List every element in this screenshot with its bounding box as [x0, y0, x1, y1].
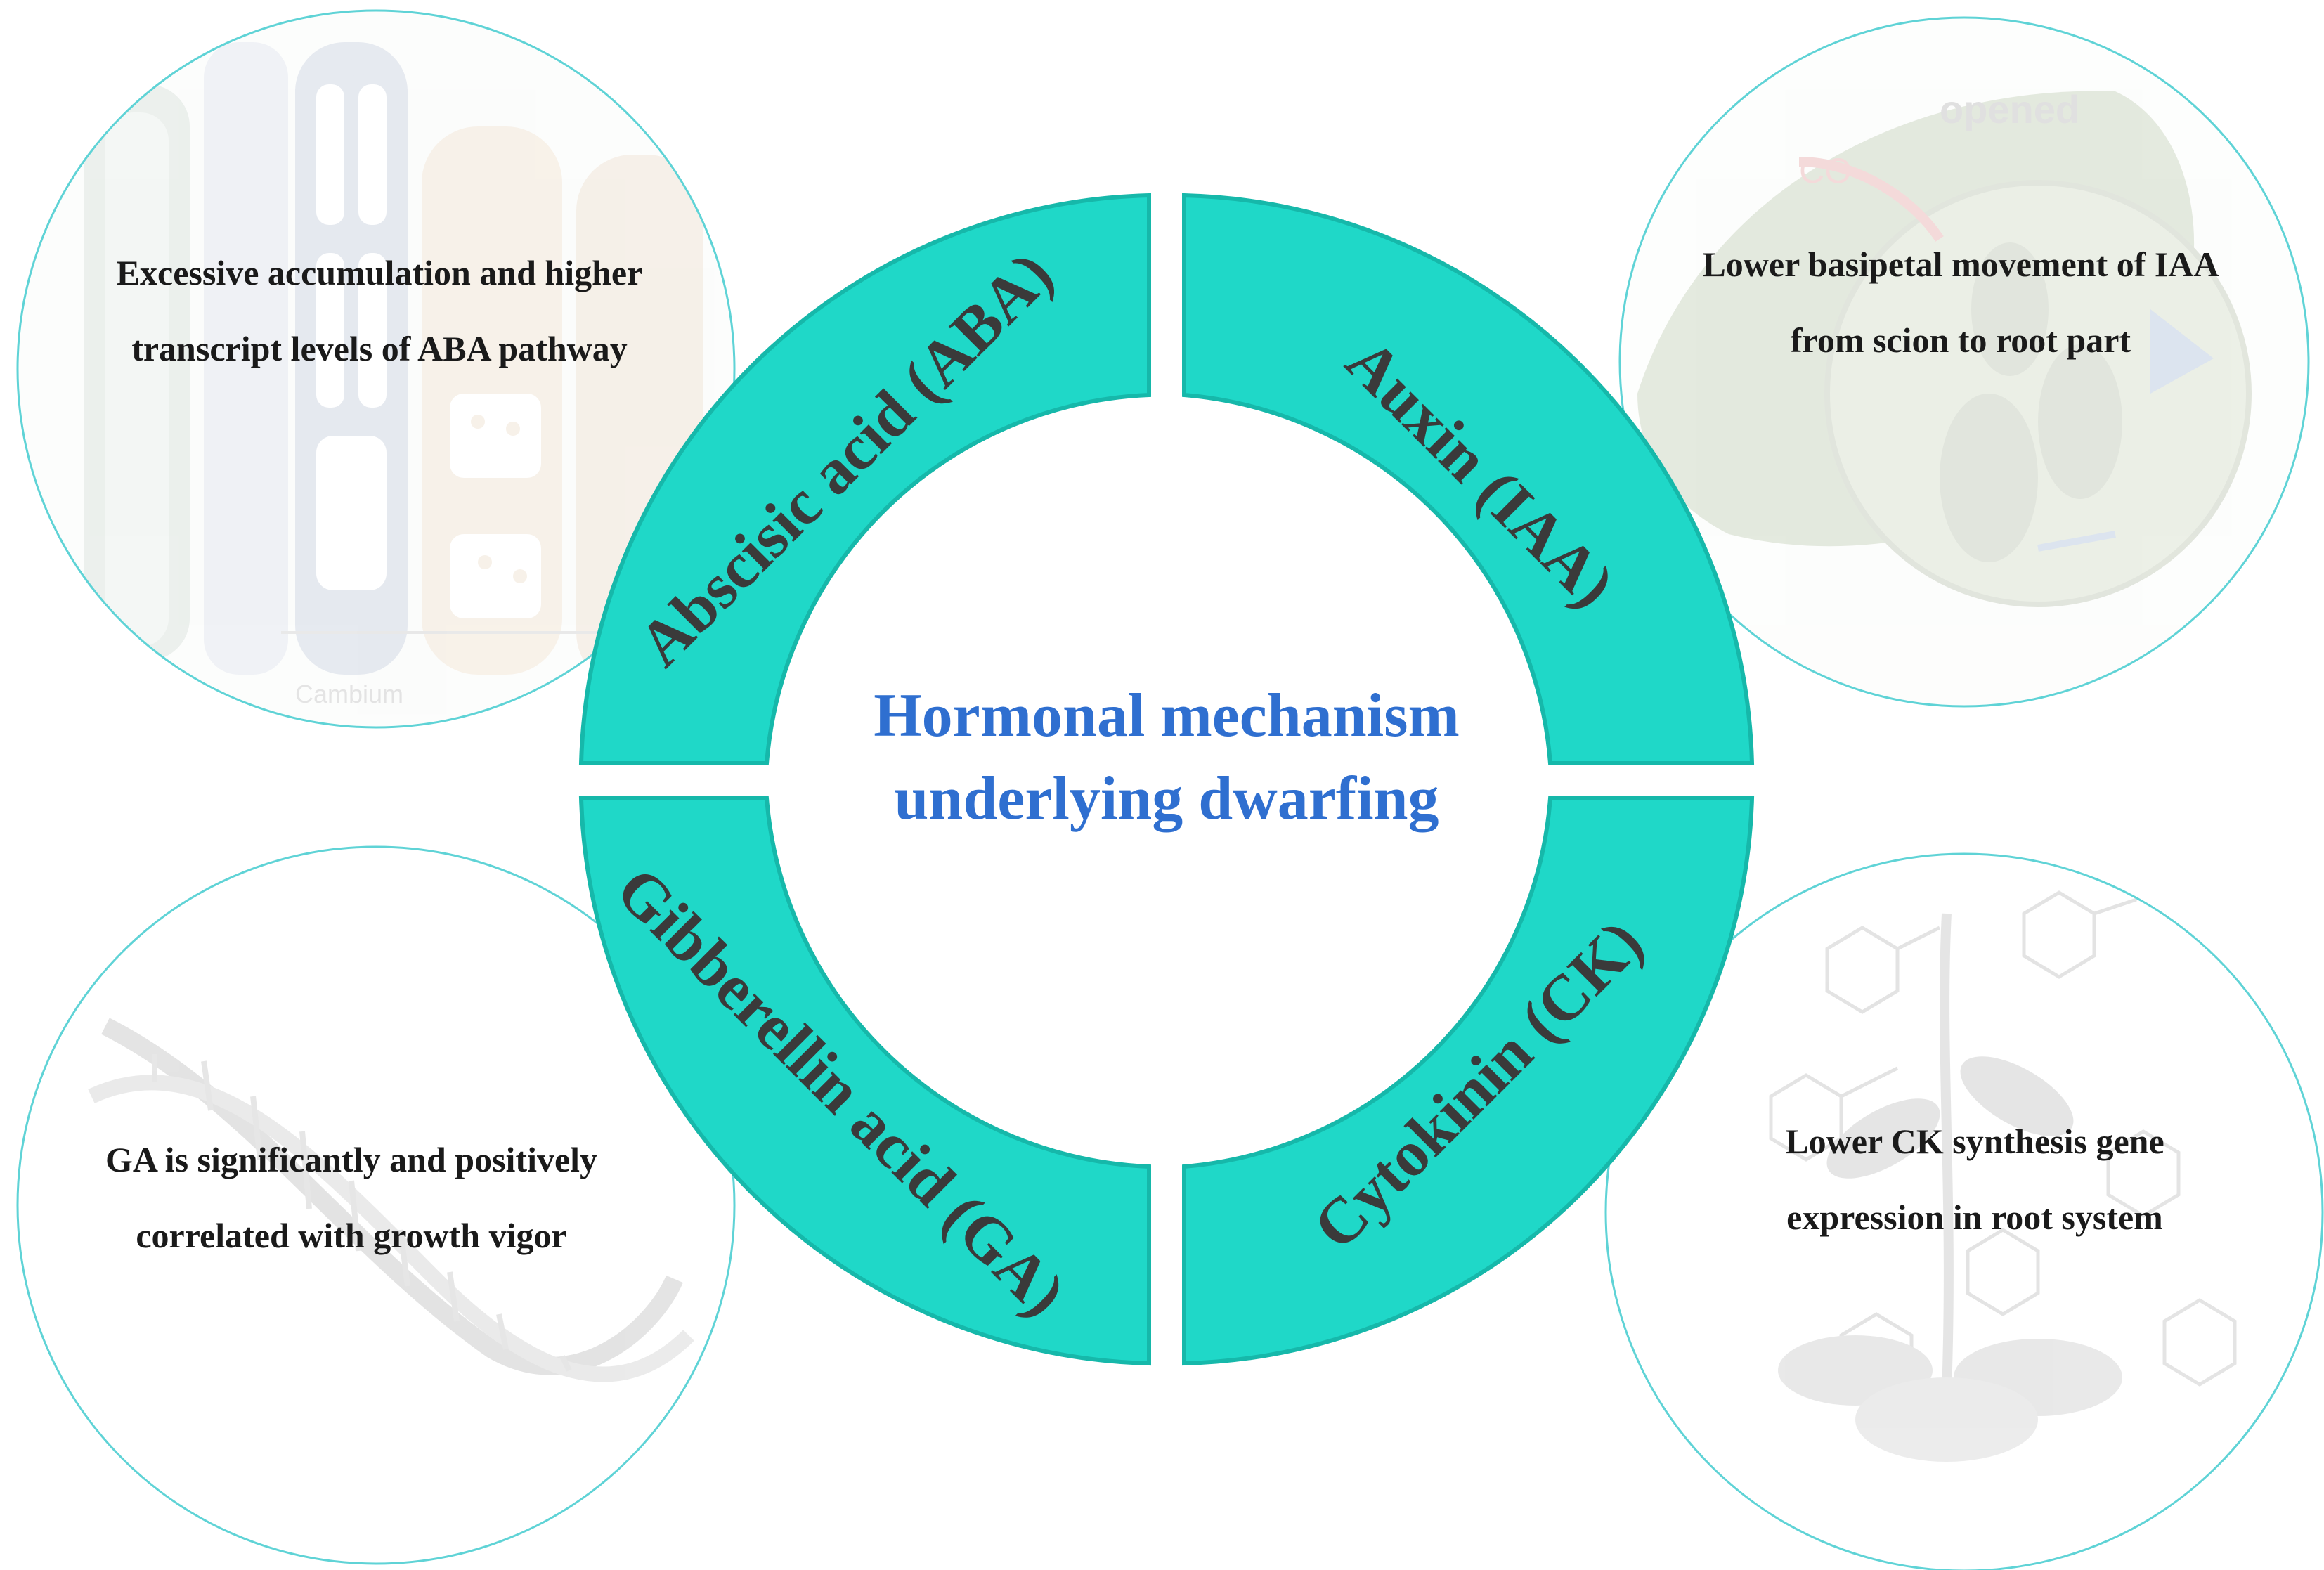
- ck-description-line-1: Lower CK synthesis gene: [1785, 1122, 2164, 1161]
- ring-segment-iaa: [1182, 193, 1755, 765]
- opened-faded-label: opened: [1940, 87, 2079, 131]
- aba-description-line-1: Excessive accumulation and higher: [116, 253, 643, 292]
- circle-top-left: Cambium: [16, 9, 736, 729]
- center-title-line-2: underlying dwarfing: [894, 765, 1439, 833]
- ga-description: GA is significantly and positively corre…: [14, 1122, 689, 1273]
- ck-description: Lower CK synthesis gene expression in ro…: [1637, 1103, 2312, 1255]
- ga-description-line-1: GA is significantly and positively: [105, 1140, 598, 1179]
- leaf-stomata-illustration: opened CO: [1620, 18, 2309, 706]
- circle-border: [1618, 16, 2310, 708]
- circle-border: [1604, 852, 2324, 1570]
- circle-bottom-left: [16, 845, 736, 1565]
- co-faded-label: CO: [1799, 151, 1852, 190]
- ring-segment-ga: [578, 796, 1151, 1366]
- circle-border: [16, 845, 736, 1565]
- circle-border: [16, 9, 736, 729]
- iaa-description: Lower basipetal movement of IAA from sci…: [1623, 226, 2298, 378]
- iaa-description-line-1: Lower basipetal movement of IAA: [1702, 245, 2219, 284]
- center-title-line-1: Hormonal mechanism: [874, 682, 1460, 750]
- cambium-faded-label: Cambium: [295, 680, 403, 708]
- ring-segment-aba: [578, 193, 1151, 765]
- circle-bottom-right: [1604, 852, 2324, 1570]
- ga-description-line-2: correlated with growth vigor: [136, 1216, 567, 1255]
- center-title: Hormonal mechanism underlying dwarfing: [745, 675, 1588, 841]
- ck-description-line-2: expression in root system: [1786, 1198, 2163, 1237]
- ring-segment-ck: [1182, 796, 1755, 1366]
- dna-helix-illustration: [88, 1018, 694, 1382]
- aba-description-line-2: transcript levels of ABA pathway: [131, 329, 628, 368]
- plant-tissue-illustration: Cambium: [18, 11, 734, 727]
- plant-hormone-structures-illustration: [1769, 890, 2237, 1462]
- iaa-description-line-2: from scion to root part: [1790, 320, 2131, 360]
- circle-top-right: opened CO: [1618, 16, 2310, 708]
- aba-description: Excessive accumulation and higher transc…: [42, 235, 717, 387]
